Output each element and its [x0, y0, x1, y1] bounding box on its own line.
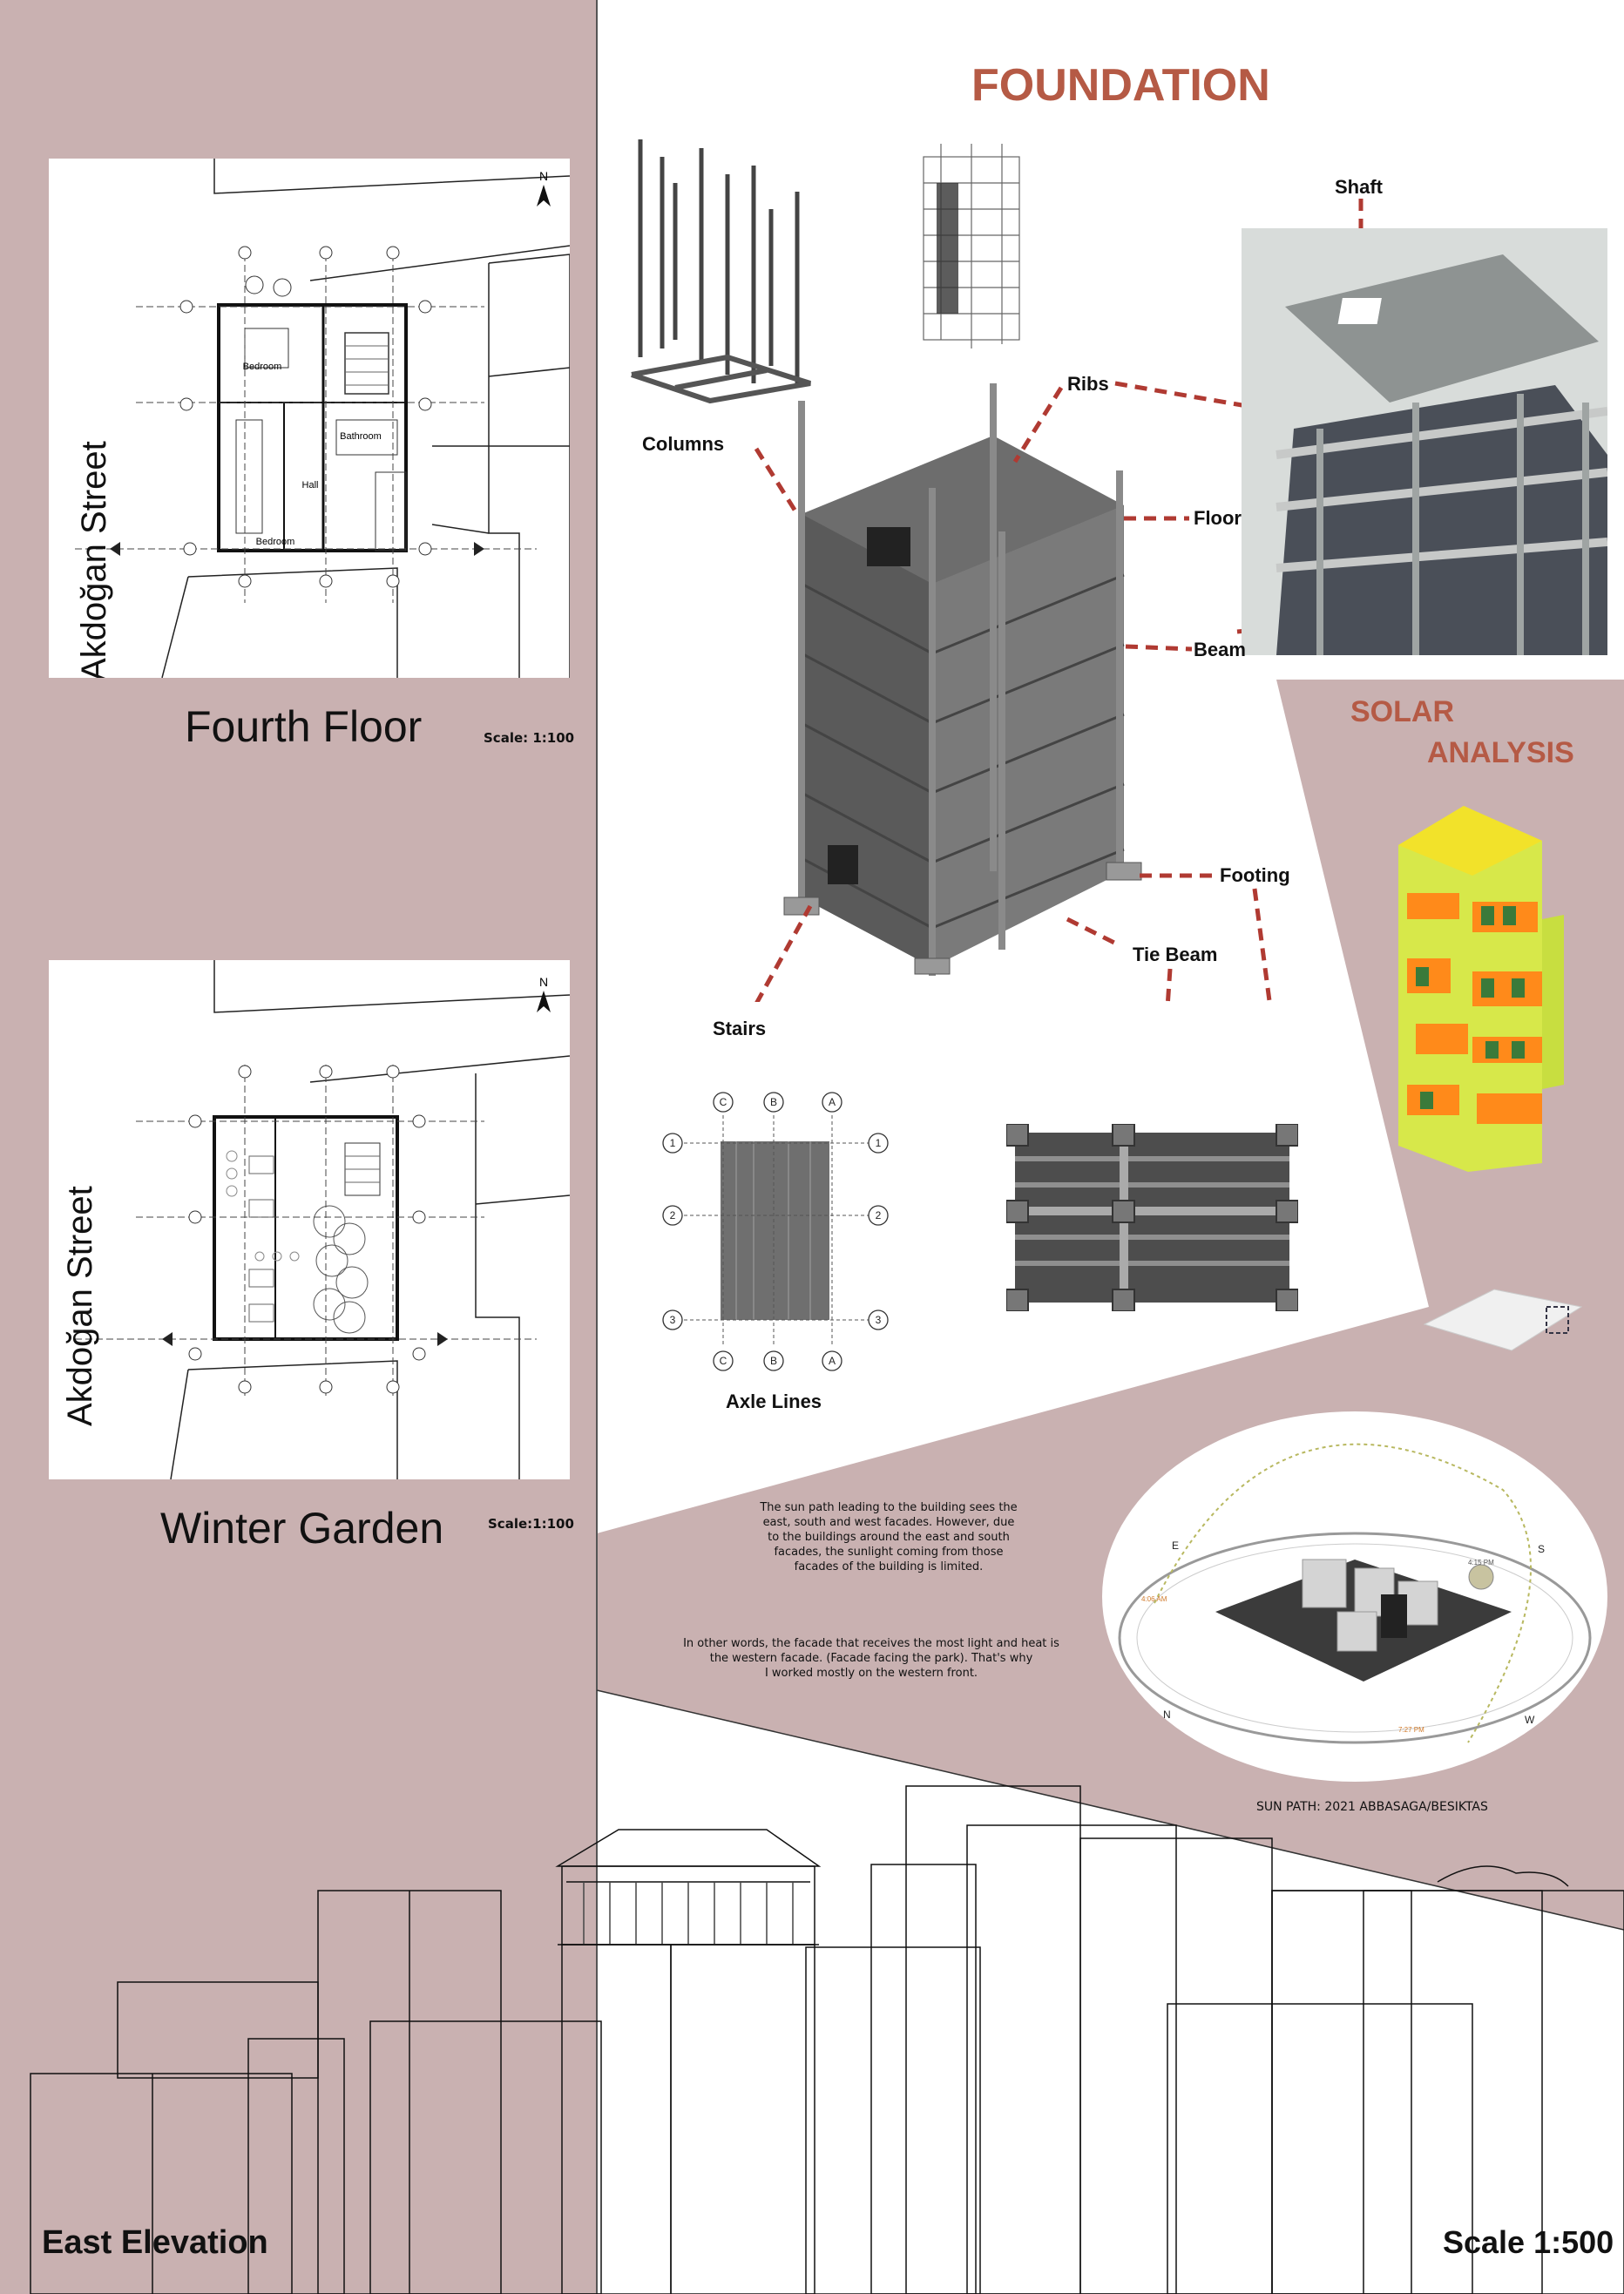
foundation-title: FOUNDATION: [971, 60, 1270, 111]
shaft-label: Shaft: [1335, 176, 1383, 198]
solar-paragraph-1: The sun path leading to the building see…: [732, 1500, 1045, 1574]
solar-building-render: [1398, 806, 1564, 1172]
sun-time: 4:15 PM: [1468, 1559, 1494, 1567]
paragraph-line: to the buildings around the east and sou…: [768, 1531, 1010, 1544]
stairs-label: Stairs: [713, 1018, 767, 1039]
paragraph-line: facades of the building is limited.: [794, 1560, 984, 1573]
north-label: N: [539, 169, 548, 183]
sun-time: 4:06 AM: [1141, 1595, 1167, 1603]
beam-label: Beam: [1194, 639, 1246, 660]
elevation-scale: Scale 1:500: [1443, 2224, 1614, 2260]
footing-label: Footing: [1220, 864, 1290, 886]
solar-title-line2: ANALYSIS: [1427, 736, 1574, 769]
axle-number: 3: [876, 1314, 882, 1326]
paragraph-line: The sun path leading to the building see…: [760, 1501, 1018, 1514]
tie-beam-label: Tie Beam: [1133, 944, 1218, 965]
paragraph-line: east, south and west facades. However, d…: [762, 1516, 1015, 1529]
sun-path-frame: E S N W 4:15 PM 4:06 AM 7:27 PM: [1102, 1411, 1607, 1782]
solar-paragraph-2: In other words, the facade that receives…: [662, 1636, 1080, 1681]
axle-letter: B: [770, 1355, 777, 1367]
axle-number: 3: [670, 1314, 676, 1326]
fourth-floor-scale: Scale: 1:100: [484, 730, 575, 746]
axle-letter: A: [829, 1355, 836, 1367]
compass-south: S: [1538, 1543, 1545, 1555]
floor-label: Floor: [1194, 507, 1242, 529]
north-label: N: [539, 975, 548, 989]
paragraph-line: facades, the sunlight coming from those: [774, 1546, 1004, 1559]
shaft-render: [1242, 228, 1607, 655]
axle-letter: B: [770, 1096, 777, 1108]
wireframe-model: [923, 144, 1020, 348]
east-elevation-title: East Elevation: [42, 2224, 268, 2261]
sun-path-diagram: E S N W 4:15 PM 4:06 AM 7:27 PM: [1118, 1443, 1592, 1744]
axle-letter: C: [720, 1355, 727, 1367]
axle-number: 1: [670, 1137, 676, 1149]
paragraph-line: the western facade. (Facade facing the p…: [709, 1652, 1033, 1665]
street-label: Akdoğan Street: [61, 1186, 99, 1426]
axle-letter: C: [720, 1096, 727, 1108]
columns-model: [631, 139, 811, 404]
sun-path-caption: SUN PATH: 2021 ABBASAGA/BESIKTAS: [1256, 1800, 1488, 1814]
room-label: Bedroom: [243, 362, 282, 372]
columns-label: Columns: [642, 433, 725, 455]
axle-lines-label: Axle Lines: [726, 1391, 822, 1412]
ribs-label: Ribs: [1067, 373, 1109, 395]
street-label: Akdoğan Street: [75, 441, 113, 678]
compass-north: N: [1163, 1709, 1171, 1721]
winter-garden-title: Winter Garden: [160, 1504, 444, 1553]
solar-title-line1: SOLAR: [1350, 695, 1454, 728]
axle-number: 2: [876, 1209, 882, 1221]
paragraph-line: In other words, the facade that receives…: [683, 1637, 1059, 1650]
compass-west: W: [1525, 1714, 1535, 1726]
tie-beam-drawing: [1006, 1124, 1298, 1311]
east-elevation-drawing: [30, 1785, 1624, 2294]
axle-number: 1: [876, 1137, 882, 1149]
fourth-floor-drawing: N Bedroom Bathroom Hall Bedroom: [75, 159, 570, 678]
axle-lines-drawing: C B A C B A 1 2 3 1 2 3: [662, 1092, 889, 1371]
fourth-floor-title: Fourth Floor: [185, 702, 423, 751]
paragraph-line: I worked mostly on the western front.: [764, 1667, 978, 1680]
main-structure-model: [783, 383, 1142, 976]
winter-garden-plan: N Akdoğan Street: [49, 960, 570, 1479]
compass-east: E: [1172, 1539, 1179, 1552]
room-label: Bedroom: [256, 537, 295, 547]
winter-garden-drawing: N: [75, 960, 570, 1479]
axle-number: 2: [670, 1209, 676, 1221]
sun-time: 7:27 PM: [1398, 1726, 1424, 1734]
site-model: [1423, 1289, 1583, 1351]
winter-garden-scale: Scale:1:100: [488, 1516, 574, 1532]
room-label: Bathroom: [340, 431, 382, 442]
fourth-floor-plan: N Bedroom Bathroom Hall Bedroom Akdoğan …: [49, 159, 570, 678]
room-label: Hall: [302, 480, 319, 491]
axle-letter: A: [829, 1096, 836, 1108]
